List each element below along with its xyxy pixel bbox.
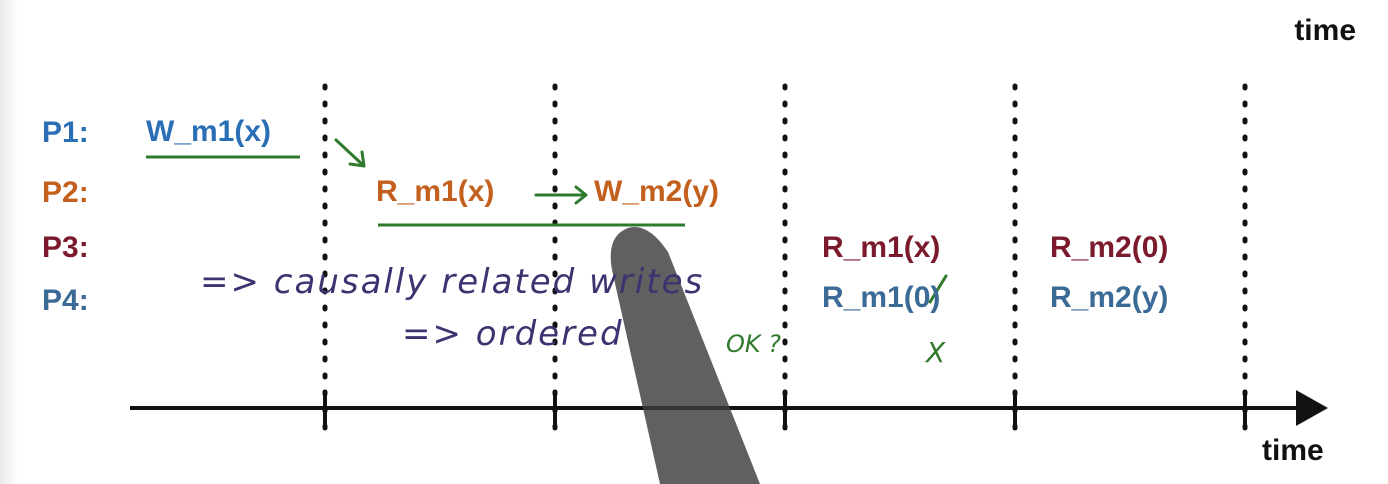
left-edge-shadow — [0, 0, 18, 484]
process-label-p3: P3: — [42, 231, 89, 264]
process-label-p4: P4: — [42, 284, 89, 317]
op-p3-read-m2: R_m2(0) — [1050, 231, 1169, 264]
arrow-p1-to-p2 — [334, 138, 366, 168]
process-label-p1: P1: — [42, 116, 89, 149]
time-label-bottom: time — [1262, 434, 1324, 467]
note-causally-related: => causally related writes — [200, 262, 705, 302]
process-label-p2: P2: — [42, 176, 89, 209]
note-ok-question: OK ? — [726, 330, 781, 358]
time-label-top: time — [1294, 14, 1356, 47]
note-ordered: => ordered — [402, 314, 624, 354]
op-p3-read-m1: R_m1(x) — [822, 231, 941, 264]
time-axis-arrowhead — [1296, 390, 1328, 426]
note-x-mark: X — [926, 336, 946, 369]
op-p4-read-m1: R_m1(0) — [822, 281, 941, 314]
arrow-r-to-w — [534, 185, 588, 205]
op-p1-write-m1: W_m1(x) — [146, 115, 272, 148]
strike-zero — [928, 274, 948, 304]
op-p2-write-m2: W_m2(y) — [594, 175, 720, 208]
pen-shadow — [610, 227, 760, 484]
op-p4-read-m2: R_m2(y) — [1050, 281, 1169, 314]
op-p2-read-m1: R_m1(x) — [376, 175, 495, 208]
